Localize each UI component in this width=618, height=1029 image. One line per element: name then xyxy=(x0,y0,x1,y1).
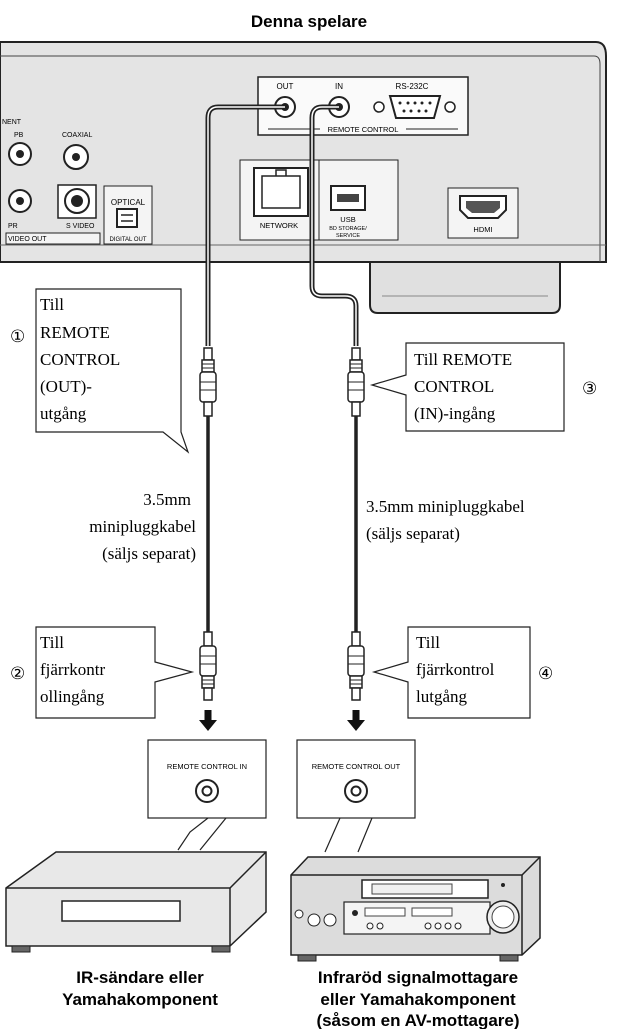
diagram-title: Denna spelare xyxy=(251,12,367,31)
usb-sub-label-2: SERVICE xyxy=(336,233,360,239)
callout-4-number: ④ xyxy=(538,664,553,683)
callout-1: ① Till REMOTE CONTROL (OUT)- utgång xyxy=(10,288,190,454)
av-receiver-device xyxy=(290,856,541,962)
device-label-left-line-1: IR-sändare eller xyxy=(76,968,204,987)
callout-2-number: ② xyxy=(10,664,25,683)
cable-label-left: 3.5mm minipluggkabel (säljs separat) xyxy=(89,490,196,563)
callout-1-line-1: Till xyxy=(40,295,64,314)
remote-control-label: REMOTE CONTROL xyxy=(328,125,399,134)
callout-1-line-4: (OUT)- xyxy=(40,377,92,396)
callout-3: Till REMOTE CONTROL (IN)-ingång ③ xyxy=(369,342,597,432)
pr-label: PR xyxy=(8,223,18,230)
callout-1-line-5: utgång xyxy=(40,404,87,423)
jack-box-right: REMOTE CONTROL OUT xyxy=(296,739,416,819)
callout-2-line-2: fjärrkontr xyxy=(40,660,105,679)
callout-2-line-1: Till xyxy=(40,633,64,652)
optical-label: OPTICAL xyxy=(111,198,146,207)
port-label-rs232c: RS-232C xyxy=(396,82,429,91)
callout-1-line-2: REMOTE xyxy=(40,323,110,342)
cable-label-left-line-1: 3.5mm xyxy=(143,490,191,509)
cable-right xyxy=(309,104,359,640)
cable-label-right-line-2: (säljs separat) xyxy=(366,524,460,543)
player-rear-panel: OUT IN RS-232C REMOTE CONTROL NENT PB PR… xyxy=(0,41,607,314)
jack-label-left: REMOTE CONTROL IN xyxy=(167,762,247,771)
callout-1-line-3: CONTROL xyxy=(40,350,120,369)
cable-label-right-line-1: 3.5mm minipluggkabel xyxy=(366,497,525,516)
jack-label-right: REMOTE CONTROL OUT xyxy=(312,762,401,771)
callout-4-line-1: Till xyxy=(416,633,440,652)
callout-2: ② Till fjärrkontr ollingång xyxy=(10,626,195,719)
device-label-left-line-2: Yamahakomponent xyxy=(62,990,218,1009)
arrow-down-icon-right xyxy=(347,710,365,731)
network-label: NETWORK xyxy=(260,221,298,230)
usb-sub-label-1: BD STORAGE/ xyxy=(329,226,367,232)
cable-left xyxy=(205,104,285,640)
callout-4-line-2: fjärrkontrol xyxy=(416,660,495,679)
device-label-right-line-2: eller Yamahakomponent xyxy=(320,990,516,1009)
arrow-down-icon-left xyxy=(199,710,217,731)
plug-icon-bottom-right xyxy=(347,631,365,701)
device-label-left: IR-sändare eller Yamahakomponent xyxy=(62,968,218,1009)
callout-2-line-3: ollingång xyxy=(40,687,105,706)
cable-label-right: 3.5mm minipluggkabel (säljs separat) xyxy=(366,497,525,543)
device-label-right-line-1: Infraröd signalmottagare xyxy=(318,968,518,987)
device-label-right: Infraröd signalmottagare eller Yamahakom… xyxy=(316,968,519,1029)
s-video-label: S VIDEO xyxy=(66,223,95,230)
plug-icon-top-left xyxy=(199,347,217,417)
port-label-out: OUT xyxy=(277,82,294,91)
usb-label: USB xyxy=(340,215,355,224)
device-label-right-line-3: (såsom en AV-mottagare) xyxy=(316,1011,519,1029)
callout-3-line-2: CONTROL xyxy=(414,377,494,396)
callout-3-number: ③ xyxy=(582,379,597,398)
callout-3-line-1: Till REMOTE xyxy=(414,350,512,369)
ir-transmitter-device xyxy=(5,851,267,953)
jack-box-left: REMOTE CONTROL IN xyxy=(147,739,267,819)
cable-label-left-line-3: (säljs separat) xyxy=(102,544,196,563)
hdmi-label: HDMI xyxy=(473,225,492,234)
callout-3-line-3: (IN)-ingång xyxy=(414,404,496,423)
callout-4: Till fjärrkontrol lutgång ④ xyxy=(371,626,553,719)
callout-4-line-3: lutgång xyxy=(416,687,467,706)
video-out-label: VIDEO OUT xyxy=(8,236,47,243)
digital-out-label: DIGITAL OUT xyxy=(109,237,146,243)
plug-icon-top-right xyxy=(347,347,365,417)
optical-port-icon xyxy=(116,208,138,228)
pb-label: PB xyxy=(14,132,24,139)
component-label: NENT xyxy=(2,119,22,126)
plug-icon-bottom-left xyxy=(199,631,217,701)
cable-label-left-line-2: minipluggkabel xyxy=(89,517,196,536)
port-label-in: IN xyxy=(335,82,343,91)
callout-1-number: ① xyxy=(10,327,25,346)
rs232c-connector-icon xyxy=(373,95,456,119)
coaxial-label: COAXIAL xyxy=(62,132,92,139)
